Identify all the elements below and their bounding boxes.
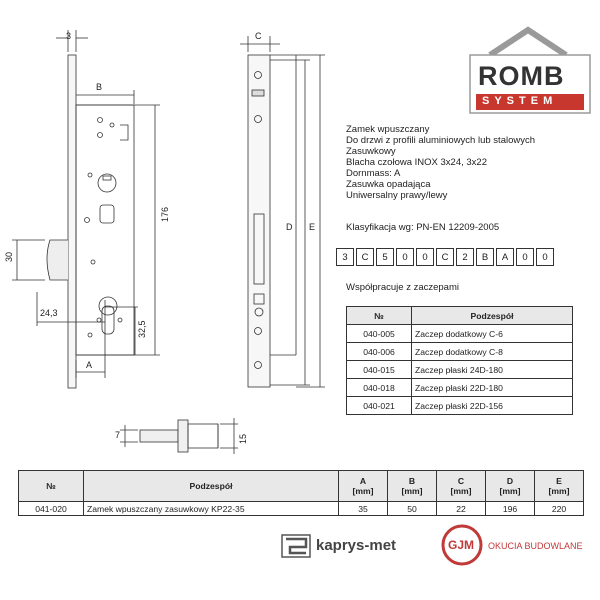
value-a: 35 [338,501,388,516]
column-header-b: B[mm] [387,470,437,502]
strike-plates-table: № Podzespół 040-005 Zaczep dodatkowy C-6… [346,306,573,415]
faceplate-side [67,54,77,389]
description-line: Zasuwka opadająca [346,179,431,190]
part-number: 040-021 [346,396,412,415]
description-line: Do drzwi z profili aluminiowych lub stal… [346,135,536,146]
dimension-15: 15 [238,433,248,444]
class-code-cell: 3 [336,248,354,266]
class-code-cell: 0 [416,248,434,266]
kaprys-met-icon [281,534,311,558]
table-header-row: № Podzespół A[mm] B[mm] C[mm] D[mm] E[mm… [18,470,584,502]
dimension-176: 176 [160,206,170,222]
value-c: 22 [436,501,486,516]
class-code-cell: 2 [456,248,474,266]
class-code-cell: 0 [536,248,554,266]
dimension-e: E [309,222,316,232]
cylinder-hole [98,296,118,316]
gjm-logo: GJM [448,538,475,552]
part-number: 040-006 [346,342,412,361]
romb-logo-title: ROMB [478,61,565,91]
product-dimensions-table: № Podzespół A[mm] B[mm] C[mm] D[mm] E[mm… [18,470,584,516]
part-number: 040-015 [346,360,412,379]
table-row: 041-020 Zamek wpuszczany zasuwkowy KP22-… [18,501,584,516]
description-line: Zamek wpuszczany [346,124,430,135]
table-row: 040-015 Zaczep płaski 24D-180 [346,360,573,379]
spindle-hole [97,173,117,193]
part-number: 040-018 [346,378,412,397]
gjm-tagline: OKUCIA BUDOWLANE [488,541,583,551]
latch-opening [253,213,265,285]
column-header-e: E[mm] [534,470,584,502]
dimension-c: C [255,31,262,41]
value-d: 196 [485,501,535,516]
part-name: Zaczep płaski 24D-180 [411,360,573,379]
dimension-3: 3 [66,31,72,41]
table-row: 040-006 Zaczep dodatkowy C-8 [346,342,573,361]
column-header-c: C[mm] [436,470,486,502]
table-row: 040-021 Zaczep płaski 22D-156 [346,396,573,415]
dimension-a: A [86,360,93,370]
part-number: 040-005 [346,324,412,343]
description-line: Blacha czołowa INOX 3x24, 3x22 [346,157,487,168]
description-line: Dornmass: A [346,168,401,179]
product-name: Zamek wpuszczany zasuwkowy KP22-35 [83,501,339,516]
latch-bolt [46,239,68,281]
latch-detail [139,429,179,443]
class-code-cell: C [356,248,374,266]
description-line: Uniwersalny prawy/lewy [346,190,448,201]
class-code-cell: B [476,248,494,266]
column-header-part: Podzespół [83,470,339,502]
part-name: Zaczep dodatkowy C-8 [411,342,573,361]
class-code-cell: 0 [516,248,534,266]
class-code-cell: A [496,248,514,266]
dimension-24-3: 24,3 [40,308,58,318]
column-header-part: Podzespół [411,306,573,325]
table-row: 040-005 Zaczep dodatkowy C-6 [346,324,573,343]
description-line: Zasuwkowy [346,146,396,157]
class-code-cell: C [436,248,454,266]
classification-code: 3 C 5 0 0 C 2 B A 0 0 [336,248,556,266]
dimension-d: D [286,222,293,232]
dimension-30: 30 [4,251,14,262]
romb-logo-subtitle: SYSTEM [482,95,558,107]
cooperates-title: Współpracuje z zaczepami [346,282,459,293]
classification-label: Klasyfikacja wg: PN-EN 12209-2005 [346,222,500,233]
table-row: 040-018 Zaczep płaski 22D-180 [346,378,573,397]
value-e: 220 [534,501,584,516]
part-name: Zaczep płaski 22D-156 [411,396,573,415]
product-description: Zamek wpuszczany Do drzwi z profili alum… [346,124,535,201]
dimension-32-5: 32,5 [137,320,147,338]
dimension-b: B [96,82,103,92]
dimension-7: 7 [115,430,121,440]
romb-logo [469,26,591,114]
part-name: Zaczep płaski 22D-180 [411,378,573,397]
column-header-a: A[mm] [338,470,388,502]
column-header-d: D[mm] [485,470,535,502]
faceplate-front [247,54,271,388]
class-code-cell: 5 [376,248,394,266]
table-header-row: № Podzespół [346,306,573,325]
value-b: 50 [387,501,437,516]
kaprys-met-logo: kaprys-met [316,537,397,554]
column-header-number: № [346,306,412,325]
product-number: 041-020 [18,501,84,516]
part-name: Zaczep dodatkowy C-6 [411,324,573,343]
column-header-number: № [18,470,84,502]
gjm-badge [441,524,483,566]
class-code-cell: 0 [396,248,414,266]
